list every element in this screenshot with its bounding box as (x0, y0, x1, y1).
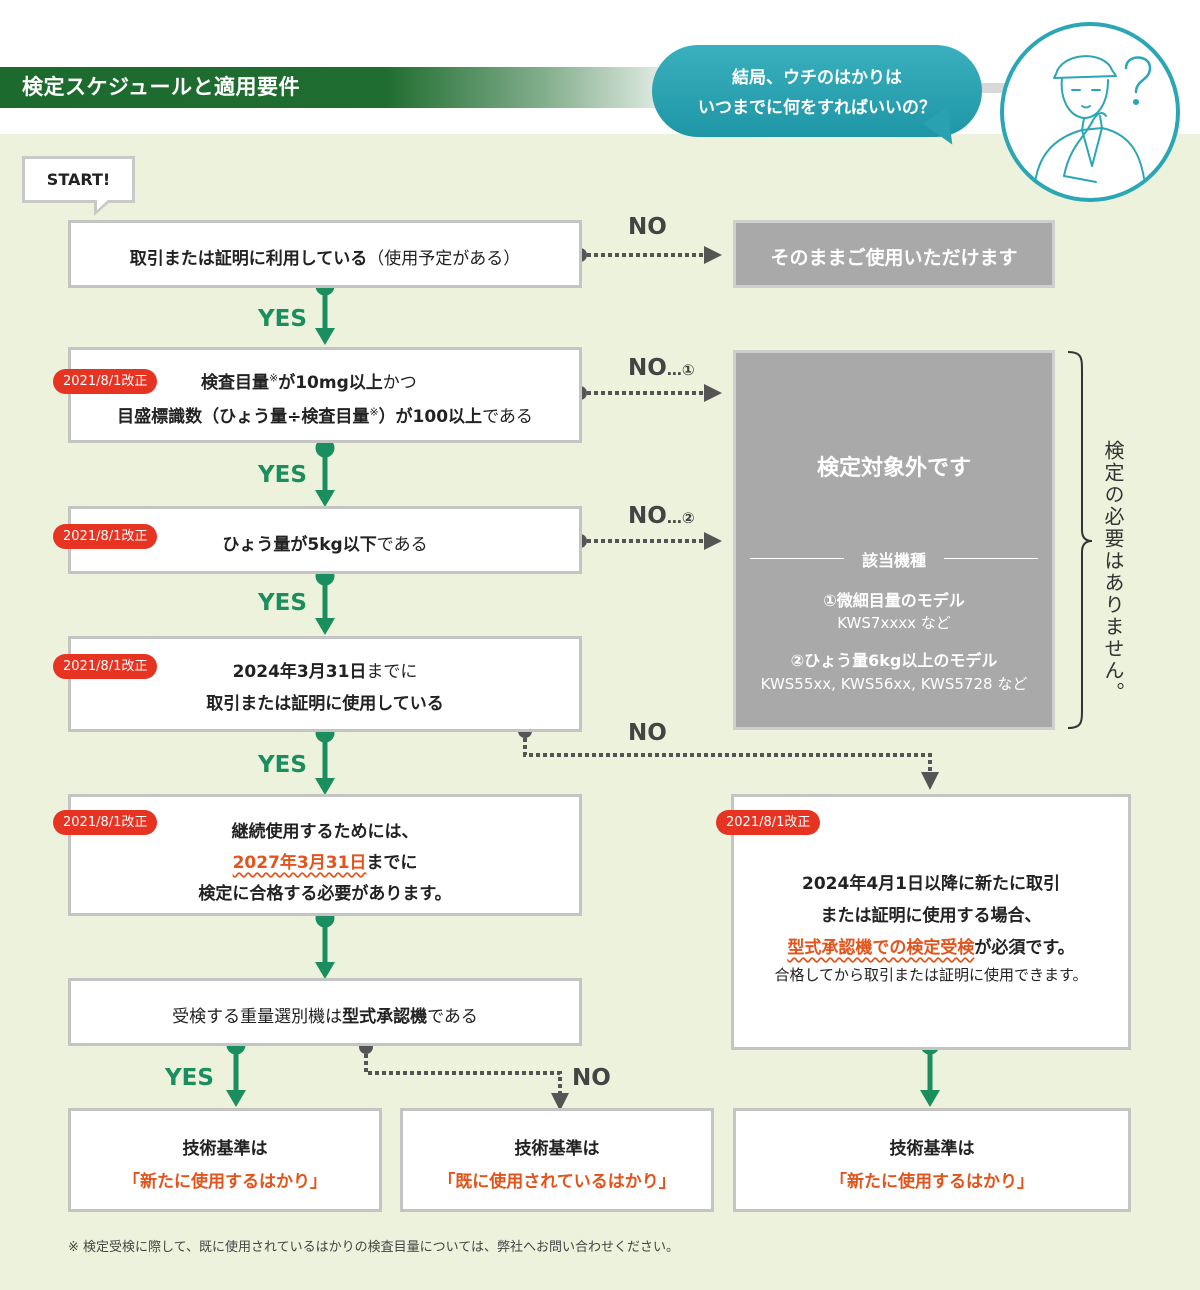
no-label-5: NO (572, 1065, 611, 1091)
brace (1067, 351, 1093, 729)
bubble-line-1: 結局、ウチのはかりは (732, 68, 902, 88)
q1-bold: 取引または証明に利用している (129, 249, 368, 269)
page-title: 検定スケジュールと適用要件 (22, 75, 301, 99)
revision-badge: 2021/8/1改正 (53, 524, 158, 549)
result-new-scale-left: 技術基準は 「新たに使用するはかり」 (68, 1108, 382, 1212)
no-label-1: NO (628, 214, 667, 240)
divider-right (944, 558, 1038, 559)
yes-label-5: YES (165, 1065, 214, 1091)
result-as-is: そのままご使用いただけます (733, 220, 1055, 288)
no-arrowhead-2 (704, 384, 722, 402)
model-group-2-title: ②ひょう量6kg以上のモデル (790, 651, 998, 670)
q1-normal: （使用予定がある） (367, 249, 521, 269)
divider-left (750, 558, 844, 559)
no-label-3: NO…② (628, 503, 695, 529)
arrowhead-5 (315, 962, 335, 979)
yes-label-1: YES (258, 306, 307, 332)
no-label-2: NO…① (628, 355, 695, 381)
no-label-4: NO (628, 720, 667, 746)
no-dotted-4 (523, 731, 932, 775)
model-group-1-list: KWS7xxxx など (837, 614, 951, 632)
yes-arrowhead-6 (226, 1090, 246, 1107)
question-type-approved: 受検する重量選別機は型式承認機である (68, 978, 582, 1046)
revision-badge: 2021/8/1改正 (716, 810, 821, 835)
no-arrowhead-1 (704, 246, 722, 264)
revision-badge: 2021/8/1改正 (53, 810, 158, 835)
start-tail-inner (97, 199, 109, 210)
models-header: 該当機種 (861, 551, 926, 570)
result-new-scale-right: 技術基準は 「新たに使用するはかり」 (733, 1108, 1131, 1212)
yes-arrowhead-2 (315, 490, 335, 507)
yes-arrowhead-3 (315, 618, 335, 635)
yes-label-3: YES (258, 590, 307, 616)
start-label: START! (22, 156, 135, 203)
thinking-man-illustration (1000, 22, 1180, 202)
title-bar (0, 67, 700, 108)
question-mark-icon (1124, 56, 1152, 106)
question-scale-interval: 検査目量※が10mg以上かつ 目盛標識数（ひょう量÷検査目量※）が100以上であ… (68, 347, 582, 443)
exempt-title: 検定対象外です (816, 456, 971, 481)
yes-label-4: YES (258, 752, 307, 778)
question-deadline-2024: 2024年3月31日までに 取引または証明に使用している (68, 636, 582, 732)
no-arrowhead-4 (921, 772, 939, 790)
yes-arrowhead-1 (315, 328, 335, 345)
no-dotted-5 (364, 1047, 562, 1096)
revision-badge: 2021/8/1改正 (53, 654, 158, 679)
yes-label-2: YES (258, 462, 307, 488)
no-arrowhead-3 (704, 532, 722, 550)
exempt-box: 検定対象外です 該当機種 ①微細目量のモデル KWS7xxxx など ②ひょう量… (733, 350, 1055, 730)
revision-badge: 2021/8/1改正 (53, 369, 158, 394)
bubble-line-2: いつまでに何をすればいいの？ (698, 98, 936, 118)
yes-arrowhead-4 (315, 778, 335, 795)
arrowhead-7 (920, 1090, 940, 1107)
no-inspection-note: 検定の必要はありません。 (1101, 440, 1125, 704)
result-as-is-text: そのままご使用いただけます (770, 247, 1018, 269)
model-group-1-title: ①微細目量のモデル (823, 591, 965, 610)
model-group-2-list: KWS55xx, KWS56xx, KWS5728 など (760, 675, 1028, 693)
question-bubble: 結局、ウチのはかりは いつまでに何をすればいいの？ (652, 45, 982, 137)
thinking-man-icon (1033, 55, 1152, 198)
footnote: ※ 検定受検に際して、既に使用されているはかりの検査目量については、弊社へお問い… (68, 1240, 679, 1255)
no-arrowhead-5 (551, 1093, 569, 1111)
question-usage: 取引または証明に利用している（使用予定がある） (68, 220, 582, 288)
info-new-usage-after-2024: 2024年4月1日以降に新たに取引 または証明に使用する場合、 型式承認機での検… (731, 794, 1131, 1050)
result-existing-scale: 技術基準は 「既に使用されているはかり」 (400, 1108, 714, 1212)
